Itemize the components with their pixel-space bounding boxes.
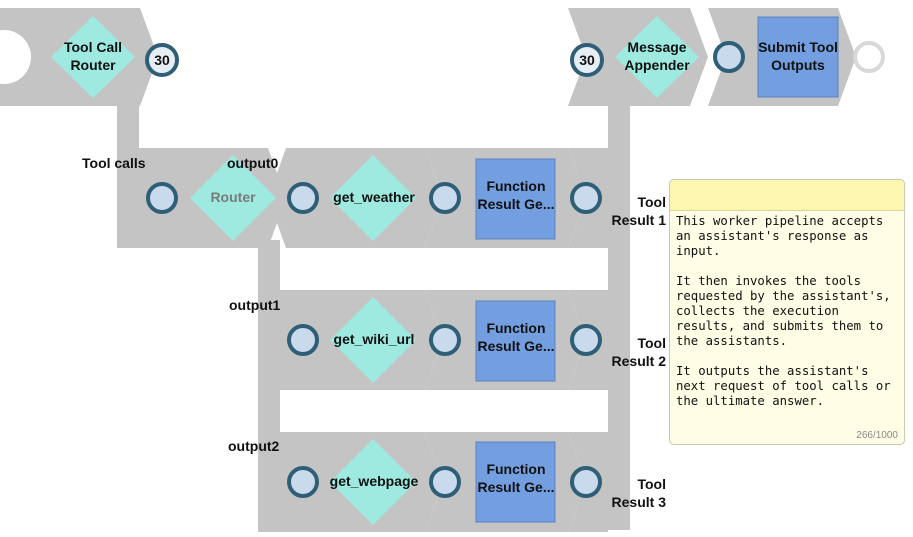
function-result-name-1: Function Result Ge... bbox=[477, 320, 555, 354]
pipeline-input-notch bbox=[0, 30, 31, 84]
pipe-right-vertical bbox=[608, 100, 630, 530]
get-weather-diamond[interactable] bbox=[330, 155, 416, 241]
get-wiki-url-name: get_wiki_url bbox=[333, 331, 415, 347]
function-input-port-2[interactable] bbox=[429, 466, 461, 498]
tool-result-label-1: Tool Result 2 bbox=[611, 335, 666, 369]
output2-label: output2 bbox=[228, 438, 280, 454]
tool-call-router-output-badge[interactable]: 30 bbox=[145, 43, 179, 77]
tool-calls-label: Tool calls bbox=[82, 155, 146, 171]
submit-input-port[interactable] bbox=[713, 41, 745, 73]
router-diamond[interactable] bbox=[190, 155, 276, 241]
sticky-note-text[interactable]: This worker pipeline accepts an assistan… bbox=[676, 214, 891, 408]
tool-call-router-diamond[interactable] bbox=[51, 16, 135, 98]
message-appender-input-badge[interactable]: 30 bbox=[570, 43, 604, 77]
function-result-name-0: Function Result Ge... bbox=[477, 178, 555, 212]
router-output2-port[interactable] bbox=[287, 466, 319, 498]
function-result-square-2[interactable] bbox=[475, 441, 556, 523]
tool-result-port-0[interactable] bbox=[570, 182, 602, 214]
output0-label: output0 bbox=[227, 155, 279, 171]
function-input-port-1[interactable] bbox=[429, 324, 461, 356]
function-input-port-0[interactable] bbox=[429, 182, 461, 214]
pipeline-output-port[interactable] bbox=[853, 41, 885, 73]
sticky-note[interactable]: This worker pipeline accepts an assistan… bbox=[669, 179, 905, 445]
function-result-name-2: Function Result Ge... bbox=[477, 461, 555, 495]
get-webpage-diamond[interactable] bbox=[330, 439, 416, 525]
sticky-note-header[interactable] bbox=[670, 180, 904, 211]
router-name: Router bbox=[210, 189, 256, 205]
tool-result-port-2[interactable] bbox=[570, 466, 602, 498]
router-output1-port[interactable] bbox=[287, 324, 319, 356]
tool-call-router-name: Tool Call Router bbox=[63, 39, 123, 73]
function-result-square-0[interactable] bbox=[475, 158, 556, 240]
submit-tool-outputs-name: Submit Tool Outputs bbox=[758, 39, 838, 73]
sticky-note-char-count: 266/1000 bbox=[856, 430, 898, 441]
tool-result-label-0: Tool Result 1 bbox=[611, 194, 666, 228]
get-wiki-url-diamond[interactable] bbox=[330, 297, 416, 383]
router-input-port[interactable] bbox=[146, 182, 178, 214]
submit-tool-outputs-square[interactable] bbox=[757, 16, 839, 98]
output1-label: output1 bbox=[229, 297, 281, 313]
get-webpage-name: get_webpage bbox=[329, 473, 419, 489]
message-appender-name: Message Appender bbox=[624, 39, 690, 73]
get-weather-name: get_weather bbox=[333, 189, 415, 205]
function-result-square-1[interactable] bbox=[475, 300, 556, 382]
router-output0-port[interactable] bbox=[287, 182, 319, 214]
tool-result-label-2: Tool Result 3 bbox=[611, 476, 666, 510]
tool-result-port-1[interactable] bbox=[570, 324, 602, 356]
message-appender-diamond[interactable] bbox=[615, 16, 699, 98]
